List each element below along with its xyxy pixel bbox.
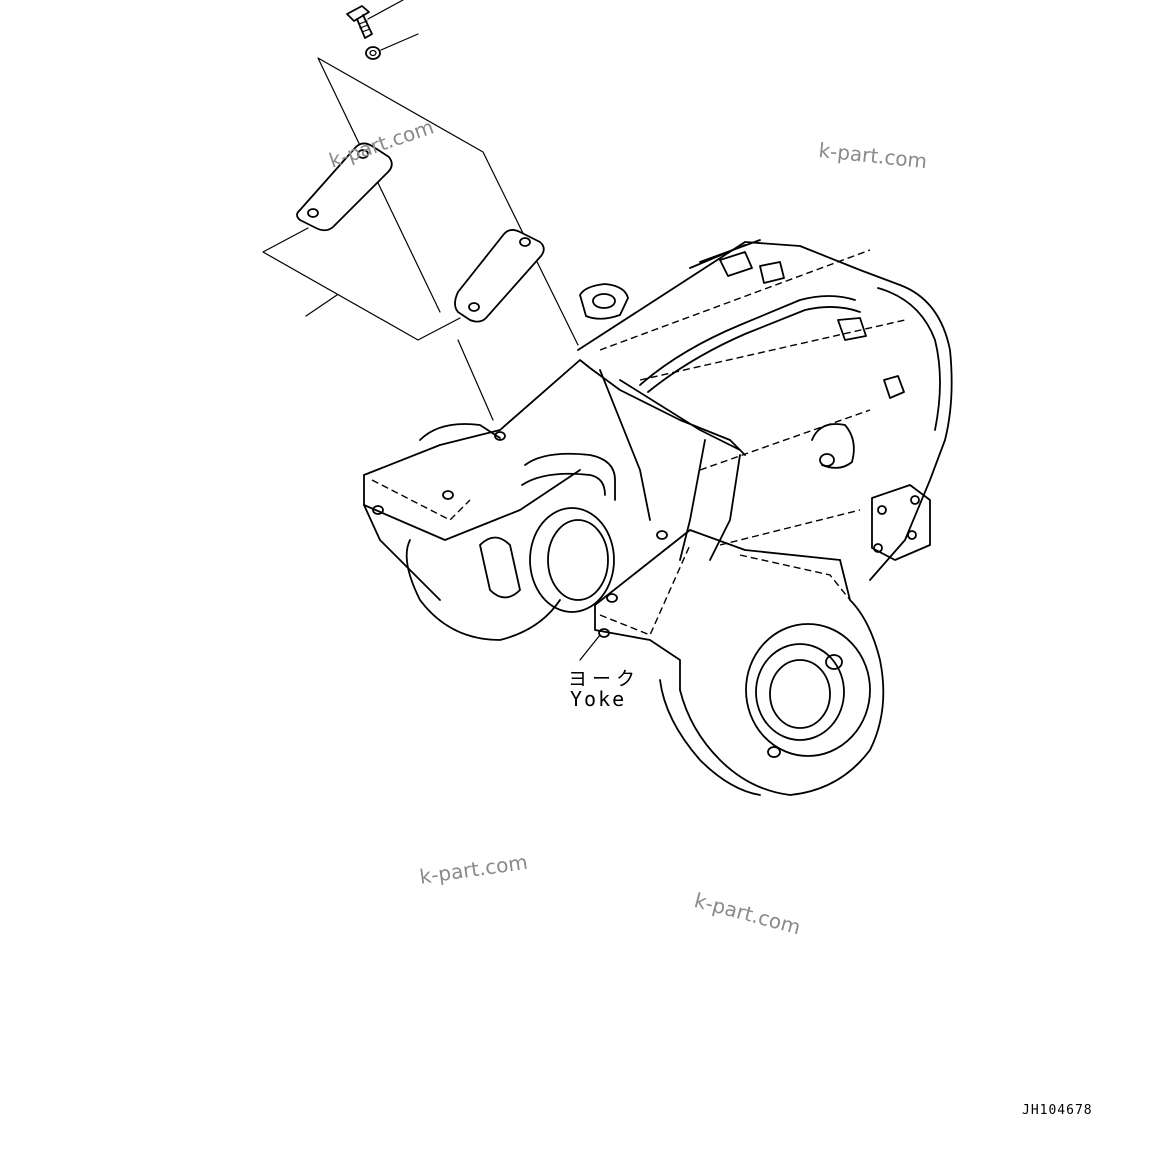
shim-leader-line bbox=[305, 294, 338, 317]
washer-leader-line bbox=[380, 33, 419, 51]
guide-line-lower bbox=[457, 339, 494, 421]
drawing-number: JH104678 bbox=[1022, 1103, 1093, 1118]
bolt-leader-line bbox=[367, 0, 404, 20]
lower-cover-plate bbox=[454, 229, 545, 323]
assembly-guide-frame bbox=[317, 57, 579, 346]
part-label-english: Yoke bbox=[570, 687, 627, 711]
upper-cover-plate bbox=[296, 142, 393, 232]
shim-sheet bbox=[262, 227, 461, 341]
part-label-japanese: ヨーク bbox=[568, 668, 641, 690]
washer-icon bbox=[365, 46, 381, 60]
yoke-leader-line bbox=[579, 634, 601, 661]
bolt-icon bbox=[346, 5, 373, 39]
yoke-housing bbox=[363, 239, 953, 796]
